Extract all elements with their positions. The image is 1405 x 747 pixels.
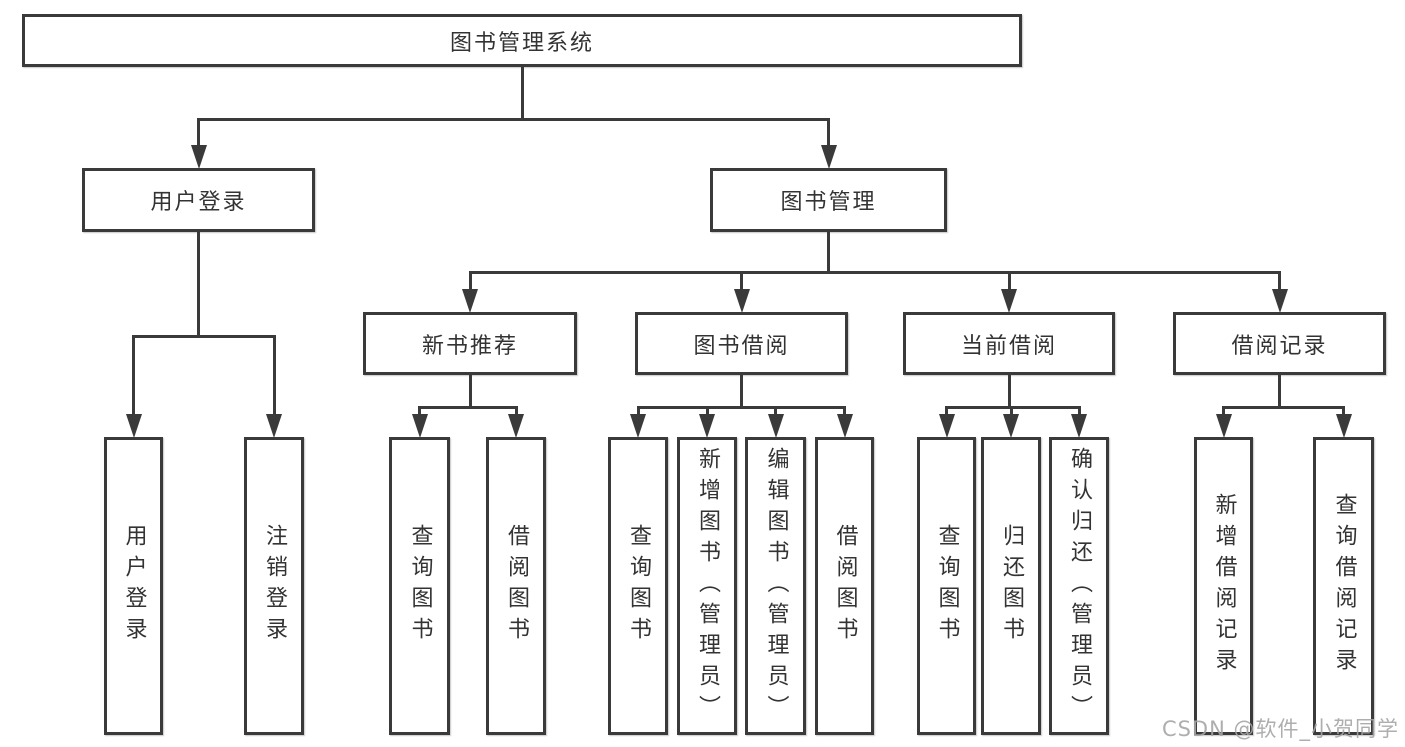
arrow-down-icon [1071, 414, 1087, 438]
connector-vline [945, 405, 948, 419]
csdn-watermark: CSDN @软件_小贺同学 [1161, 717, 1399, 741]
node-cb-return: 归还图书 [981, 437, 1041, 735]
node-label-nb-search: 查询图书 [407, 524, 433, 648]
arrow-down-icon [1271, 289, 1288, 313]
arrow-down-icon [1215, 414, 1232, 438]
node-label-current-borrow: 当前借阅 [960, 333, 1057, 359]
connector-vline [1278, 373, 1281, 409]
arrow-down-icon [699, 414, 715, 438]
arrow-down-icon [820, 145, 837, 169]
connector-vline [1278, 270, 1281, 294]
arrow-down-icon [767, 414, 784, 438]
connector-hline [636, 405, 846, 409]
connector-vline [514, 405, 518, 419]
connector-hline [197, 117, 830, 121]
node-label-borrow-record: 借阅记录 [1231, 333, 1328, 359]
connector-vline [197, 117, 200, 150]
node-label-nb-borrow: 借阅图书 [504, 524, 529, 648]
node-leaf-logout: 注销登录 [244, 437, 304, 735]
connector-vline [468, 373, 472, 409]
arrow-down-icon [938, 414, 955, 438]
node-label-book-borrow: 图书借阅 [693, 333, 790, 359]
arrow-down-icon [411, 414, 428, 438]
node-book-borrow: 图书借阅 [635, 312, 848, 375]
node-bb-add: 新增图书（管理员） [677, 437, 737, 735]
connector-vline [1009, 405, 1013, 419]
node-label-new-book-rec: 新书推荐 [421, 333, 518, 359]
connector-hline [945, 405, 1081, 409]
connector-vline [636, 405, 640, 419]
connector-vline [468, 270, 472, 294]
connector-vline [740, 373, 743, 409]
connector-vline [272, 334, 276, 419]
arrow-down-icon [190, 145, 207, 169]
node-current-borrow: 当前借阅 [903, 312, 1115, 375]
connector-vline [1077, 405, 1081, 419]
connector-vline [520, 65, 524, 121]
connector-vline [827, 117, 830, 150]
arrow-down-icon [508, 414, 524, 438]
connector-vline [197, 230, 200, 338]
node-nb-borrow: 借阅图书 [486, 437, 546, 735]
arrow-down-icon [266, 414, 282, 438]
arrow-down-icon [1335, 414, 1352, 438]
connector-vline [1342, 405, 1345, 419]
node-label-root: 图书管理系统 [449, 30, 594, 56]
node-label-cb-confirm: 确认归还（管理员） [1067, 446, 1092, 726]
node-label-br-search: 查询借阅记录 [1331, 493, 1357, 679]
node-leaf-user-login: 用户登录 [104, 437, 163, 735]
node-label-cb-search: 查询图书 [934, 524, 960, 648]
node-nb-search: 查询图书 [389, 437, 450, 735]
node-new-book-rec: 新书推荐 [363, 312, 577, 375]
node-bb-search: 查询图书 [608, 437, 668, 735]
arrow-down-icon [462, 289, 478, 313]
connector-vline [132, 334, 135, 419]
node-br-search: 查询借阅记录 [1313, 437, 1374, 735]
connector-vline [1007, 373, 1011, 409]
arrow-down-icon [1001, 289, 1017, 313]
node-book-mgmt: 图书管理 [710, 168, 947, 232]
node-label-bb-borrow: 借阅图书 [832, 524, 858, 648]
node-label-bb-edit: 编辑图书（管理员） [763, 446, 789, 726]
node-cb-search: 查询图书 [917, 437, 976, 735]
connector-hline [132, 334, 276, 338]
node-root: 图书管理系统 [22, 14, 1022, 67]
node-label-bb-search: 查询图书 [626, 524, 651, 648]
node-label-bb-add: 新增图书（管理员） [695, 446, 720, 726]
arrow-down-icon [836, 414, 853, 438]
node-user-login: 用户登录 [82, 168, 315, 232]
node-bb-borrow: 借阅图书 [815, 437, 874, 735]
connector-hline [1222, 405, 1345, 409]
connector-vline [418, 405, 421, 419]
connector-hline [418, 405, 518, 409]
node-label-br-add: 新增借阅记录 [1211, 493, 1237, 679]
node-borrow-record: 借阅记录 [1173, 312, 1386, 375]
connector-vline [827, 230, 830, 274]
node-label-leaf-user-login: 用户登录 [121, 524, 147, 648]
node-br-add: 新增借阅记录 [1194, 437, 1253, 735]
connector-vline [1222, 405, 1225, 419]
connector-hline [468, 270, 1281, 274]
connector-vline [843, 405, 846, 419]
connector-vline [740, 270, 743, 294]
node-cb-confirm: 确认归还（管理员） [1049, 437, 1109, 735]
node-label-user-login: 用户登录 [150, 190, 247, 215]
node-bb-edit: 编辑图书（管理员） [745, 437, 806, 735]
arrow-down-icon [630, 414, 646, 438]
arrow-down-icon [125, 414, 142, 438]
connector-vline [1007, 270, 1011, 294]
node-label-cb-return: 归还图书 [999, 524, 1024, 648]
node-label-book-mgmt: 图书管理 [780, 190, 877, 215]
arrow-down-icon [733, 289, 750, 313]
node-label-leaf-logout: 注销登录 [262, 524, 287, 648]
connector-vline [774, 405, 777, 419]
connector-vline [705, 405, 709, 419]
arrow-down-icon [1003, 414, 1019, 438]
